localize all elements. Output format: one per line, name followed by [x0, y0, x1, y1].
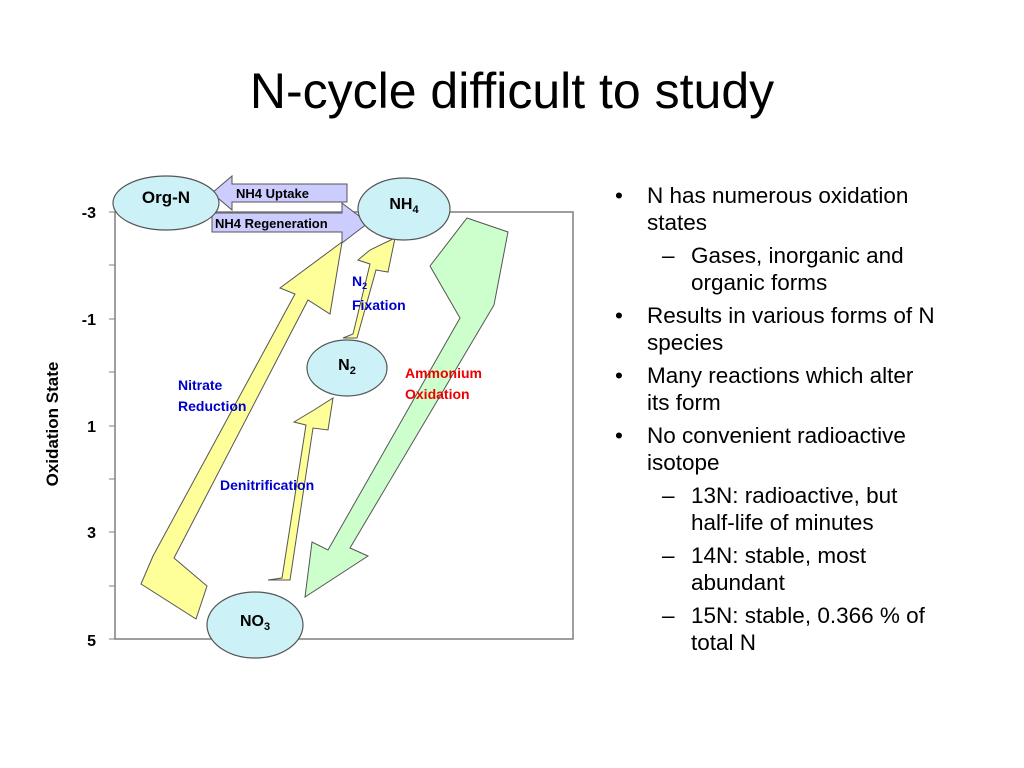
no3-node	[206, 591, 304, 659]
denitrification-label: Denitrification	[220, 477, 314, 493]
y-tick-label: 5	[87, 633, 96, 650]
y-tick-label: 1	[87, 419, 96, 436]
bullet-marker: •	[615, 363, 623, 388]
dash-marker: –	[662, 543, 675, 568]
y-axis-label: Oxidation State	[43, 362, 62, 487]
n2-fixation-arrow	[342, 237, 396, 339]
ammonium-oxidation-arrow	[304, 217, 509, 599]
y-tick-label: 3	[87, 525, 96, 542]
dash-marker: –	[662, 243, 675, 268]
nh4-uptake-label: NH4 Uptake	[236, 186, 309, 201]
nitrogen-cycle-diagram: -3 -1 1 3 5 Oxidation State Org-N NH4 N2…	[43, 174, 574, 659]
nh4-regeneration-arrow	[211, 201, 369, 245]
slide-title: N-cycle difficult to study	[249, 63, 775, 119]
y-tick-label: -1	[82, 312, 96, 329]
nitrate-reduction-label-2: Reduction	[178, 398, 246, 414]
nh4-uptake-arrow	[211, 174, 348, 212]
n2-label: N2	[338, 357, 356, 377]
bullet-marker: •	[615, 303, 623, 328]
nh4-label: NH4	[389, 196, 419, 216]
denitrification-arrow	[267, 396, 334, 581]
org-n-node	[112, 175, 220, 231]
n2-fixation-label-word: Fixation	[352, 297, 406, 313]
bullet-marker: •	[615, 183, 623, 208]
nitrate-reduction-label: Nitrate	[178, 377, 223, 393]
org-n-label: Org-N	[142, 188, 190, 207]
dash-marker: –	[662, 483, 675, 508]
y-axis-ticks	[109, 211, 115, 640]
ammonium-oxidation-label: Ammonium	[405, 365, 482, 381]
ammonium-oxidation-label-2: Oxidation	[405, 386, 470, 402]
no3-label: NO3	[240, 613, 270, 633]
n2-fixation-label: N2	[352, 273, 367, 291]
nh4-regeneration-label: NH4 Regeneration	[215, 216, 328, 231]
nitrate-reduction-arrow	[140, 240, 343, 620]
y-tick-label: -3	[82, 205, 96, 222]
nh4-node	[357, 177, 451, 241]
bullet-marker: •	[615, 423, 623, 448]
n2-node	[306, 339, 388, 397]
dash-marker: –	[662, 603, 675, 628]
